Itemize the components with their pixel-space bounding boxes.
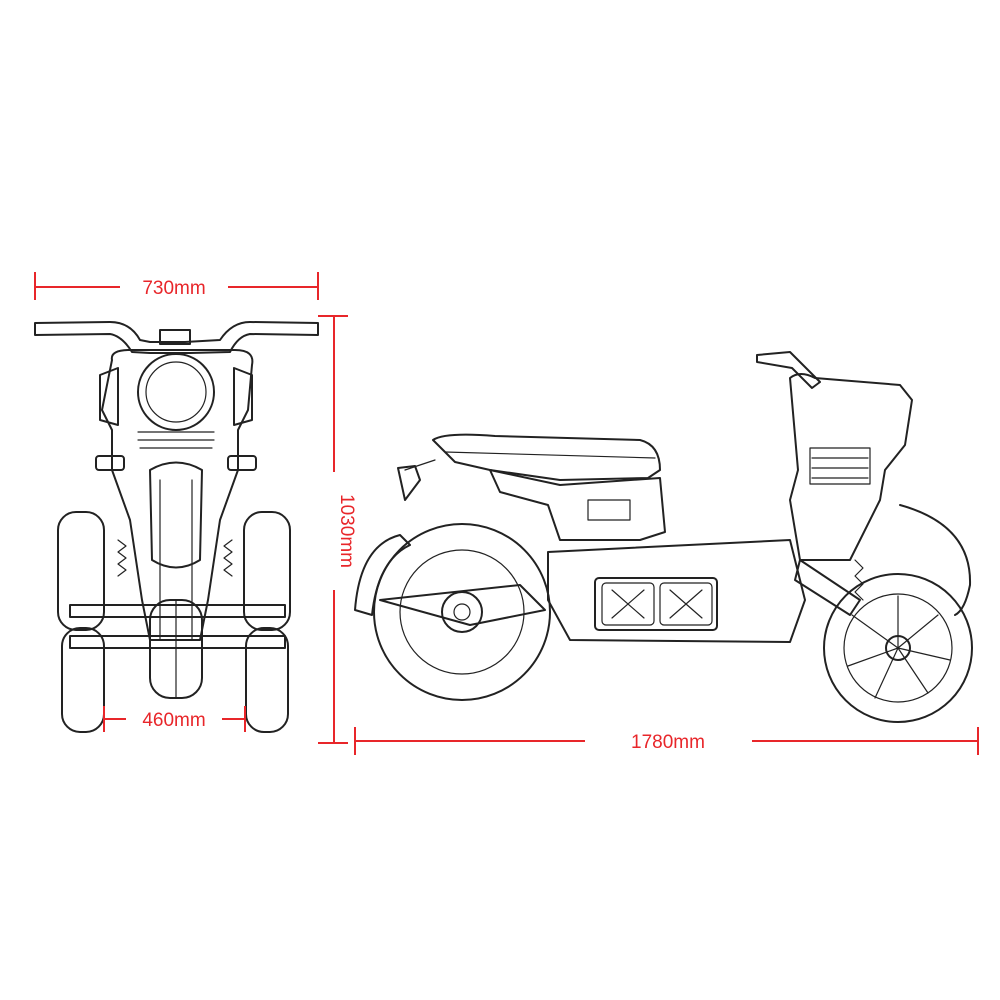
dimension-overall-length: 1780mm xyxy=(354,727,979,755)
dimension-overall-width: 730mm xyxy=(34,272,319,300)
overall-width-label: 730mm xyxy=(142,278,205,299)
overall-length-label: 1780mm xyxy=(631,732,705,753)
dimension-lines: 730mm 1030mm 460mm 1780mm xyxy=(34,272,979,755)
overall-height-label: 1030mm xyxy=(336,494,357,568)
dimension-overall-height: 1030mm xyxy=(318,315,357,744)
dimension-rear-track: 460mm xyxy=(103,706,246,732)
side-view-drawing xyxy=(354,351,973,723)
rear-track-label: 460mm xyxy=(142,710,205,731)
front-view-drawing xyxy=(34,321,319,733)
